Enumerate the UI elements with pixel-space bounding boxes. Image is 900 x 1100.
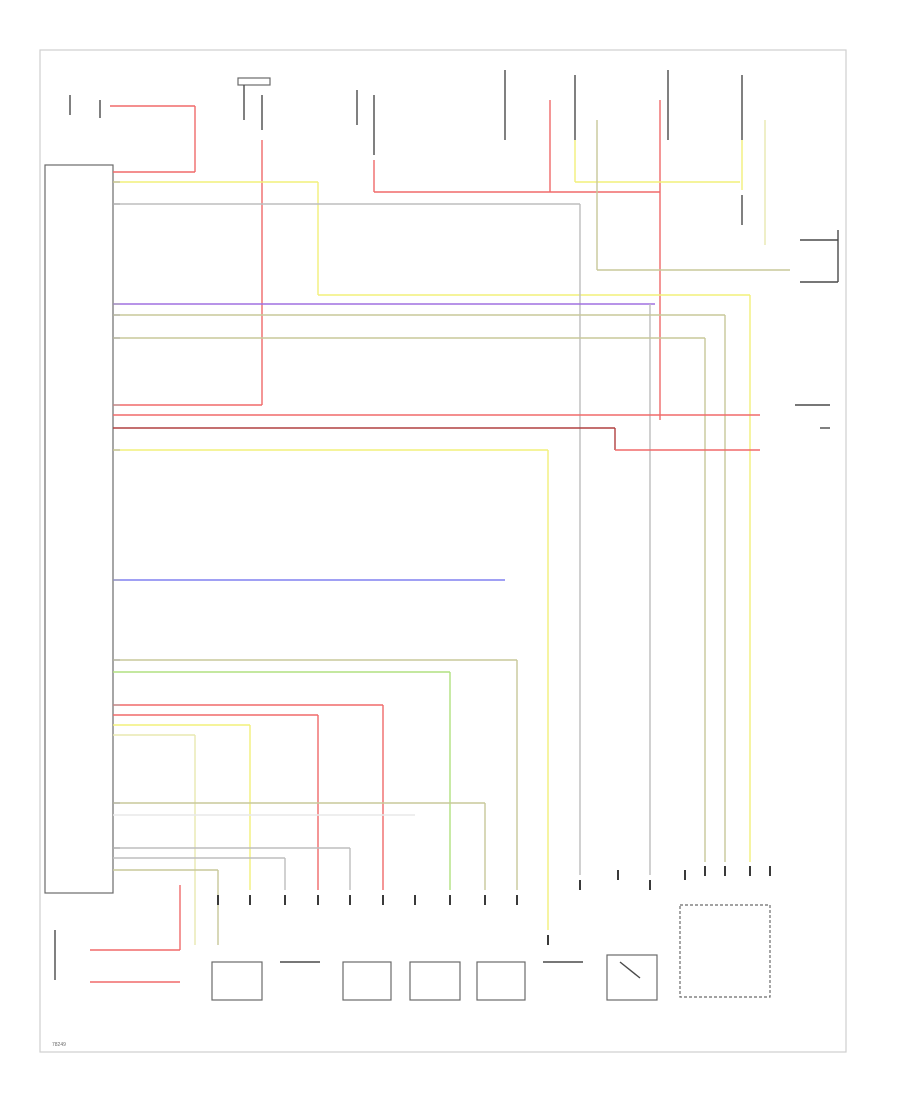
diagram-code: 78249: [52, 1042, 66, 1048]
component-box-2: [342, 961, 392, 1001]
bottom-connector-stubs: [217, 866, 771, 945]
component-box-1: [211, 961, 263, 1001]
diagram-frame: [39, 49, 847, 1053]
module-pins: [113, 181, 120, 849]
component-box-4: [476, 961, 526, 1001]
control-module-box: [44, 164, 114, 894]
component-box-6: [679, 904, 771, 998]
component-box-5: [606, 954, 658, 1001]
top-right-relays: [504, 70, 790, 271]
component-box-3: [409, 961, 461, 1001]
module-wires: [90, 181, 760, 983]
bottom-components: [54, 904, 771, 1001]
top-left-switch: [69, 95, 196, 173]
right-component: [795, 230, 839, 429]
top-fuse-blocks: [237, 77, 661, 420]
